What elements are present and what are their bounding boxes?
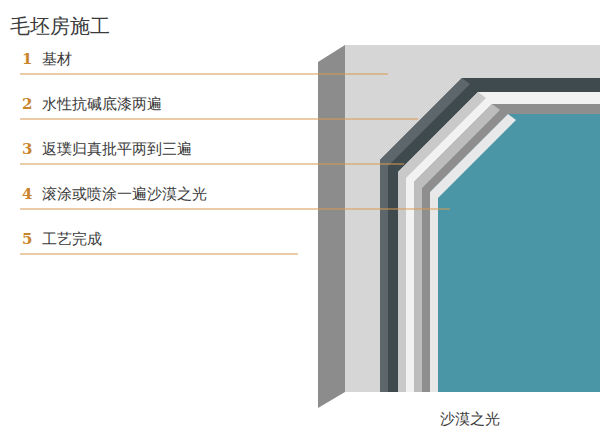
diagram-title: 毛坯房施工: [10, 14, 110, 38]
finish-layer: [430, 114, 600, 392]
step-text: 水性抗碱底漆两遍: [42, 95, 162, 113]
step-text: 滚涂或喷涂一遍沙漠之光: [42, 185, 207, 203]
leader-line: [20, 118, 418, 119]
leader-line: [20, 73, 388, 74]
primer-layer: [380, 78, 600, 392]
base-front: [345, 45, 600, 392]
step-text: 返璞归真批平两到三遍: [42, 140, 192, 158]
caption: 沙漠之光: [440, 410, 500, 428]
callout-number: 1: [22, 50, 32, 68]
leader-line: [20, 208, 450, 209]
base-side: [318, 45, 345, 408]
callout-number: 4: [22, 185, 32, 203]
finish-edge: [430, 114, 516, 392]
putty-layer: [398, 92, 600, 392]
step-text: 工艺完成: [42, 230, 102, 248]
leader-line: [20, 163, 404, 164]
step-text: 基材: [42, 50, 72, 68]
callout-number: 5: [22, 230, 32, 248]
texture-layer: [414, 104, 600, 392]
callout-number: 2: [22, 95, 32, 113]
leader-line: [20, 253, 298, 254]
callout-number: 3: [22, 140, 32, 158]
